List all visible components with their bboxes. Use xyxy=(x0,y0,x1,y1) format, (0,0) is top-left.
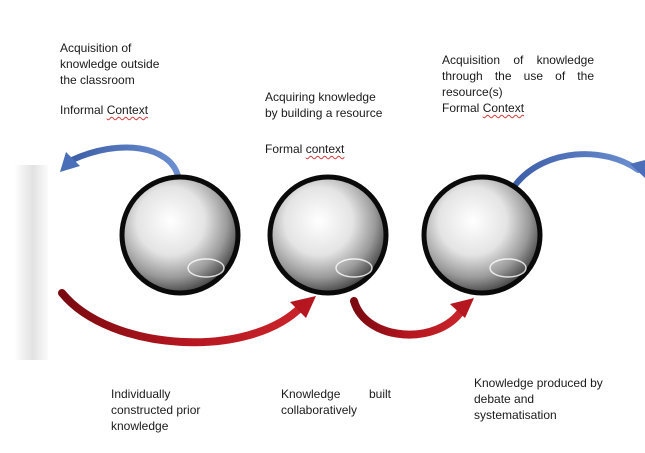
label-line: debate and xyxy=(474,391,624,407)
context-word: Informal xyxy=(60,103,103,117)
red-arrow-long xyxy=(62,293,316,342)
label-line: resource(s) xyxy=(442,84,594,100)
label-line: by building a resource xyxy=(265,105,405,121)
label-line: Acquisition of knowledge xyxy=(442,52,594,68)
context-line: Formal context xyxy=(265,141,405,157)
label-collaborative-knowledge: Knowledge built collaboratively xyxy=(281,386,391,418)
label-line: Individually xyxy=(111,386,231,402)
context-line: Informal Context xyxy=(60,102,190,118)
blue-arrow-right xyxy=(516,154,645,184)
label-line: constructed prior xyxy=(111,402,231,418)
label-line: Knowledge produced by xyxy=(474,375,624,391)
label-line: through the use of the xyxy=(442,68,594,84)
blue-arrow-left xyxy=(60,147,178,176)
label-line: knowledge outside xyxy=(60,56,190,72)
sphere-individual xyxy=(122,177,238,293)
label-line: knowledge xyxy=(111,418,231,434)
red-arrow-short xyxy=(354,298,474,335)
label-debate-knowledge: Knowledge produced by debate and systema… xyxy=(474,375,624,423)
context-word: Formal xyxy=(265,142,302,156)
label-formal-context-building: Acquiring knowledge by building a resour… xyxy=(265,89,405,157)
context-squiggle-word: context xyxy=(306,142,345,156)
sphere-debate xyxy=(424,177,540,293)
label-line: Acquisition of xyxy=(60,40,190,56)
label-line: systematisation xyxy=(474,407,624,423)
context-line: Formal Context xyxy=(442,100,594,116)
label-formal-context-using: Acquisition of knowledge through the use… xyxy=(442,52,594,116)
label-line: Acquiring knowledge xyxy=(265,89,405,105)
label-line: the classroom xyxy=(60,72,190,88)
context-word: Formal xyxy=(442,101,479,115)
context-squiggle-word: Context xyxy=(483,101,524,115)
label-individual-knowledge: Individually constructed prior knowledge xyxy=(111,386,231,434)
label-line: collaboratively xyxy=(281,402,391,418)
label-line: Knowledge built xyxy=(281,386,391,402)
sphere-collaborative xyxy=(270,177,386,293)
context-squiggle-word: Context xyxy=(107,103,148,117)
label-informal-context: Acquisition of knowledge outside the cla… xyxy=(60,40,190,118)
